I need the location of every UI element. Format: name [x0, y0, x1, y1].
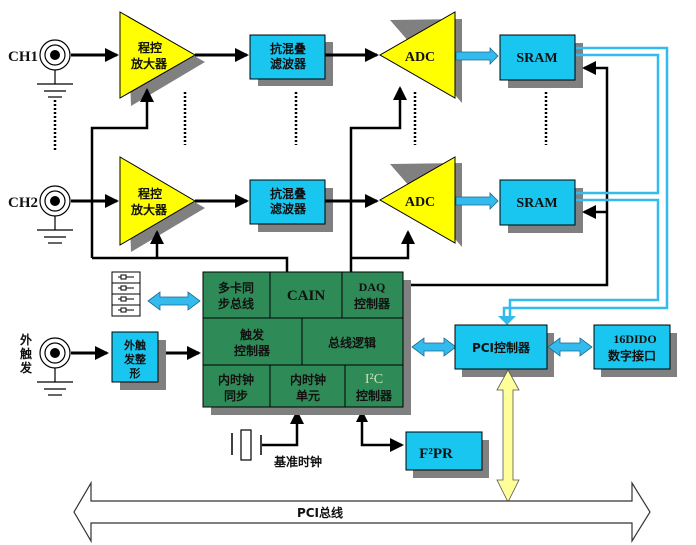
amp-label: 放大器	[130, 56, 168, 71]
anti-alias-filter	[249, 34, 326, 80]
main-controller: 多卡同 步总线 CAIN DAQ 控制器 触发 控制器 总线逻辑 内时钟 同步 …	[202, 271, 404, 408]
channel-1: CH1 程控 放大器 抗混叠 滤波器 ADC SRAM	[8, 11, 583, 106]
cell-i2c: I²C	[365, 372, 383, 387]
cell-sync-bus: 步总线	[218, 296, 254, 311]
adc	[378, 156, 456, 244]
pci-controller-label: PCI控制器	[472, 340, 531, 355]
filter-label: 滤波器	[270, 201, 307, 216]
shaper-label: 外触	[123, 338, 146, 352]
programmable-amplifier	[119, 156, 196, 246]
external-trigger-input: 外 触 发	[19, 332, 73, 396]
ext-trigger-label: 触	[20, 346, 32, 361]
control-lines	[71, 61, 609, 452]
data-arrow	[455, 192, 499, 210]
pci-link-arrow	[496, 369, 520, 503]
sram-label: SRAM	[516, 196, 557, 211]
digital-io: 16DIDO 数字接口	[593, 324, 671, 370]
cell-clock-unit: 内时钟	[290, 372, 326, 387]
cell-clock-sync: 内时钟	[218, 372, 254, 387]
adc-label: ADC	[405, 195, 435, 210]
bidirectional-arrow[interactable]	[547, 337, 593, 357]
adc	[378, 11, 456, 99]
bnc-connector-icon	[37, 39, 73, 98]
pci-bus: PCI总线	[73, 480, 651, 544]
bus-arrowhead	[498, 316, 516, 325]
ref-clock-label: 基准时钟	[273, 454, 322, 469]
eeprom-label: F²PR	[419, 446, 453, 462]
eeprom: F²PR	[405, 431, 483, 471]
cell-bus-logic: 总线逻辑	[328, 335, 376, 350]
bidirectional-arrow[interactable]	[411, 337, 457, 357]
adc-label: ADC	[405, 50, 435, 65]
sram	[499, 179, 576, 226]
filter-label: 抗混叠	[270, 186, 306, 201]
sram-to-pci-bus	[502, 46, 669, 318]
filter-label: 抗混叠	[270, 41, 306, 56]
dio-label: 16DIDO	[613, 332, 656, 346]
amp-label: 程控	[138, 40, 162, 55]
sram-label: SRAM	[516, 51, 557, 66]
trigger-shaper: 外触 发整 形	[111, 331, 159, 383]
bidirectional-arrow[interactable]	[147, 291, 201, 311]
channel-label: CH2	[8, 195, 38, 211]
ext-trigger-label: 发	[19, 360, 33, 375]
ellipsis-dots	[53, 92, 548, 150]
cell-daq: DAQ	[359, 280, 386, 294]
ext-trigger-label: 外	[20, 332, 32, 347]
bnc-connector-icon	[37, 185, 73, 244]
shaper-label: 形	[130, 367, 141, 380]
filter-label: 滤波器	[270, 56, 307, 71]
amp-label: 程控	[138, 186, 162, 201]
pci-controller: PCI控制器	[454, 324, 548, 370]
cell-clock-sync: 同步	[224, 388, 248, 403]
cell-clock-unit: 单元	[296, 388, 320, 403]
cell-cain: CAIN	[287, 288, 326, 304]
shaper-label: 发整	[123, 352, 146, 366]
programmable-amplifier	[119, 11, 197, 99]
anti-alias-filter	[249, 179, 326, 225]
crystal-icon	[231, 429, 262, 461]
cell-i2c: 控制器	[356, 388, 393, 403]
cell-sync-bus: 多卡同	[218, 280, 254, 295]
data-arrow	[455, 47, 499, 65]
cell-trigger: 控制器	[234, 343, 271, 358]
pci-bus-label: PCI总线	[297, 505, 343, 520]
sram	[499, 34, 576, 81]
dio-label: 数字接口	[608, 348, 656, 363]
channel-2: CH2 程控 放大器 抗混叠 滤波器 ADC SRAM	[8, 156, 583, 252]
cell-trigger: 触发	[240, 327, 265, 342]
channel-label: CH1	[8, 49, 38, 65]
amp-label: 放大器	[130, 202, 168, 217]
sync-connector-icon	[111, 271, 141, 317]
cell-daq: 控制器	[354, 296, 391, 311]
